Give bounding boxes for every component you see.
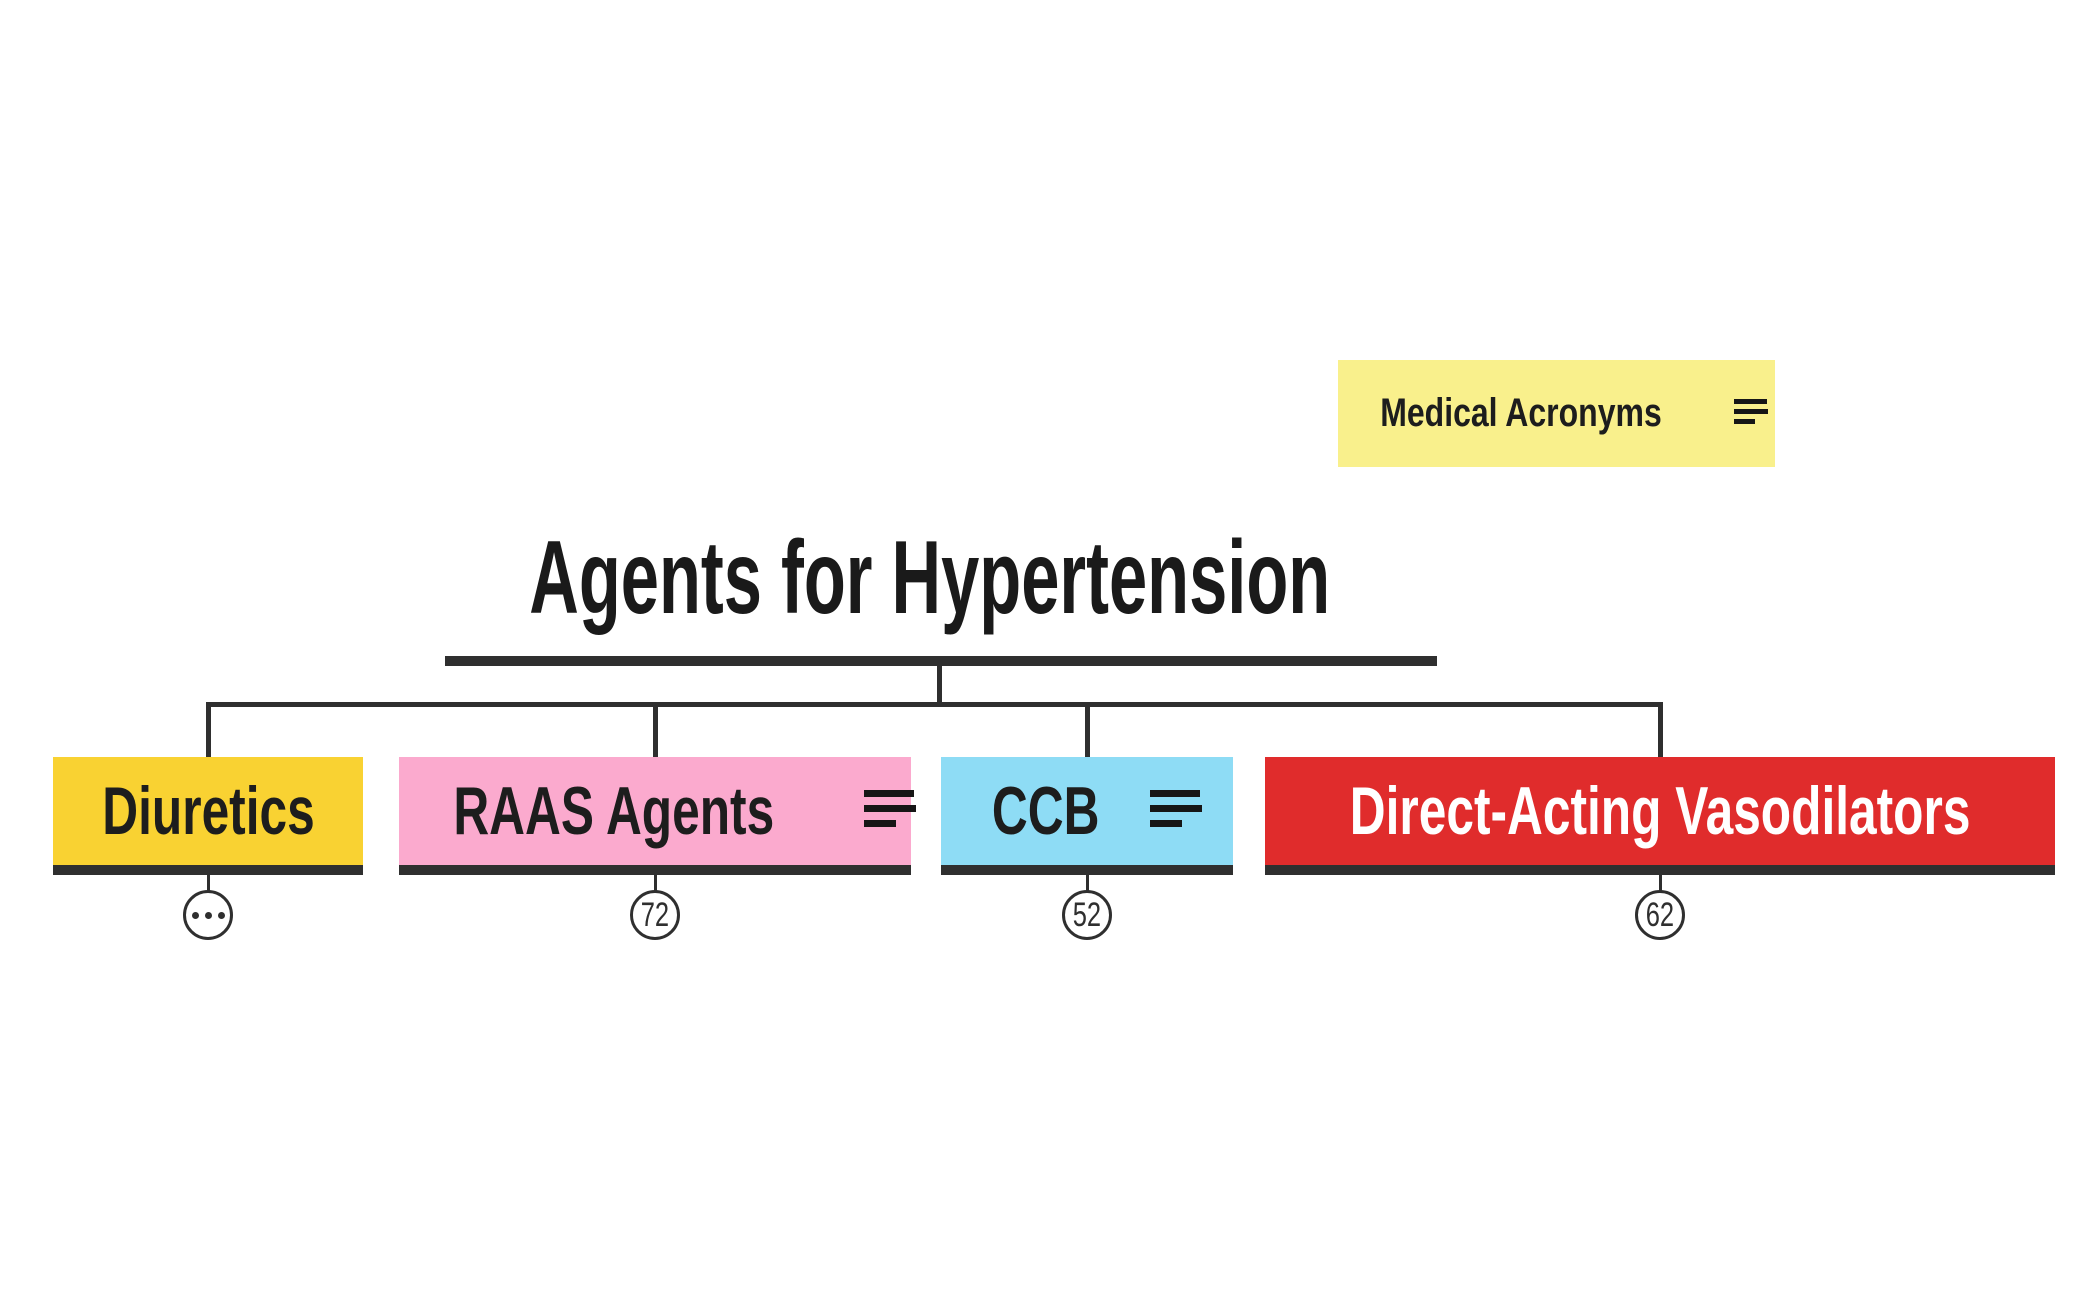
child-count: 62: [1645, 896, 1675, 934]
floating-node-label: Medical Acronyms: [1379, 391, 1662, 435]
connector-stub-vasodilators: [1658, 704, 1663, 758]
node-direct-acting-vasodilators[interactable]: Direct-Acting Vasodilators: [1265, 757, 2055, 875]
root-node[interactable]: Agents for Hypertension: [330, 520, 1530, 635]
child-count-badge-vasodilators[interactable]: 62: [1635, 890, 1685, 940]
child-count-badge-raas-agents[interactable]: 72: [630, 890, 680, 940]
connector-stub-raas-agents: [653, 704, 658, 758]
ellipsis-dots-icon: [189, 911, 228, 919]
connector-root-vertical: [937, 664, 942, 706]
root-node-underline: [445, 656, 1437, 666]
connector-horizontal-rail: [206, 702, 1663, 707]
collapsed-children-indicator[interactable]: [183, 890, 233, 940]
root-node-title: Agents for Hypertension: [529, 519, 1331, 636]
floating-node-medical-acronyms[interactable]: Medical Acronyms: [1338, 360, 1775, 467]
node-label: Direct-Acting Vasodilators: [1349, 773, 1971, 849]
badge-stem: [1659, 875, 1662, 891]
badge-stem: [207, 875, 210, 891]
connector-stub-ccb: [1085, 704, 1090, 758]
node-diuretics[interactable]: Diuretics: [53, 757, 363, 875]
note-icon[interactable]: [1149, 789, 1202, 827]
node-label: CCB: [992, 773, 1100, 849]
child-count-badge-ccb[interactable]: 52: [1062, 890, 1112, 940]
node-label: Diuretics: [101, 773, 315, 849]
badge-stem: [654, 875, 657, 891]
connector-stub-diuretics: [206, 704, 211, 758]
child-count: 72: [640, 896, 670, 934]
node-raas-agents[interactable]: RAAS Agents: [399, 757, 916, 875]
note-icon[interactable]: [863, 789, 916, 827]
node-ccb[interactable]: CCB: [941, 757, 1233, 875]
node-label: RAAS Agents: [453, 773, 775, 849]
badge-stem: [1086, 875, 1089, 891]
note-icon[interactable]: [1734, 399, 1769, 424]
child-count: 52: [1072, 896, 1102, 934]
